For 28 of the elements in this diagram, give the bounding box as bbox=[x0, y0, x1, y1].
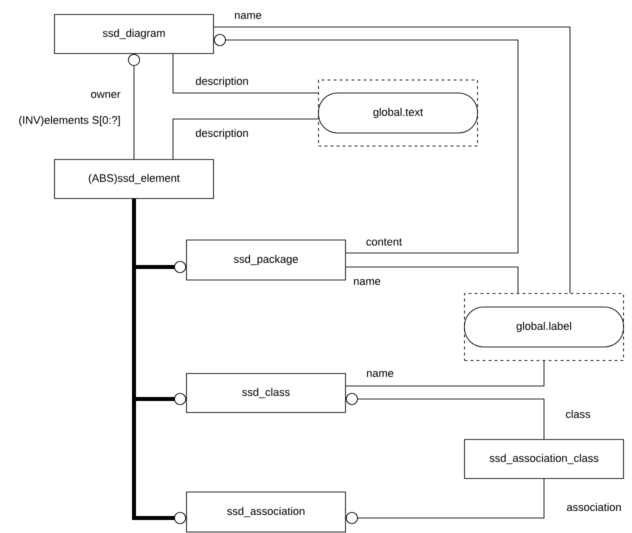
entity-box: (ABS)ssd_element bbox=[54, 159, 214, 199]
edge-label: owner bbox=[91, 92, 120, 98]
relationship-line bbox=[172, 118, 318, 160]
edge-label: name bbox=[354, 279, 380, 286]
inverse-attribute-text: (INV)elements S[0:?] bbox=[19, 116, 120, 126]
edge-label: description bbox=[196, 76, 248, 88]
entity-box: ssd_package bbox=[186, 240, 346, 280]
entity-box: ssd_class bbox=[186, 373, 346, 413]
entity-box: ssd_diagram bbox=[54, 14, 214, 54]
relationship-line bbox=[128, 54, 140, 160]
relationship-line bbox=[132, 198, 186, 524]
relationship-line bbox=[346, 393, 544, 440]
relationship-line bbox=[346, 360, 544, 386]
relationship-line bbox=[172, 54, 318, 94]
edge-label: class bbox=[566, 410, 590, 418]
entity-box: ssd_association_class bbox=[464, 439, 624, 479]
edge-label: name bbox=[234, 13, 262, 20]
relationship-line bbox=[214, 34, 518, 254]
relationship-line bbox=[346, 266, 518, 294]
relationship-line bbox=[214, 26, 570, 294]
defined-type-box: global.text bbox=[318, 80, 478, 146]
edge-label: association bbox=[566, 502, 621, 512]
edge-label: name bbox=[366, 371, 394, 378]
edge-label: content bbox=[366, 238, 402, 246]
defined-type-box: global.label bbox=[464, 293, 624, 361]
edge-label: description bbox=[196, 128, 248, 140]
entity-box: ssd_association bbox=[186, 492, 346, 532]
relationship-line bbox=[346, 478, 544, 524]
